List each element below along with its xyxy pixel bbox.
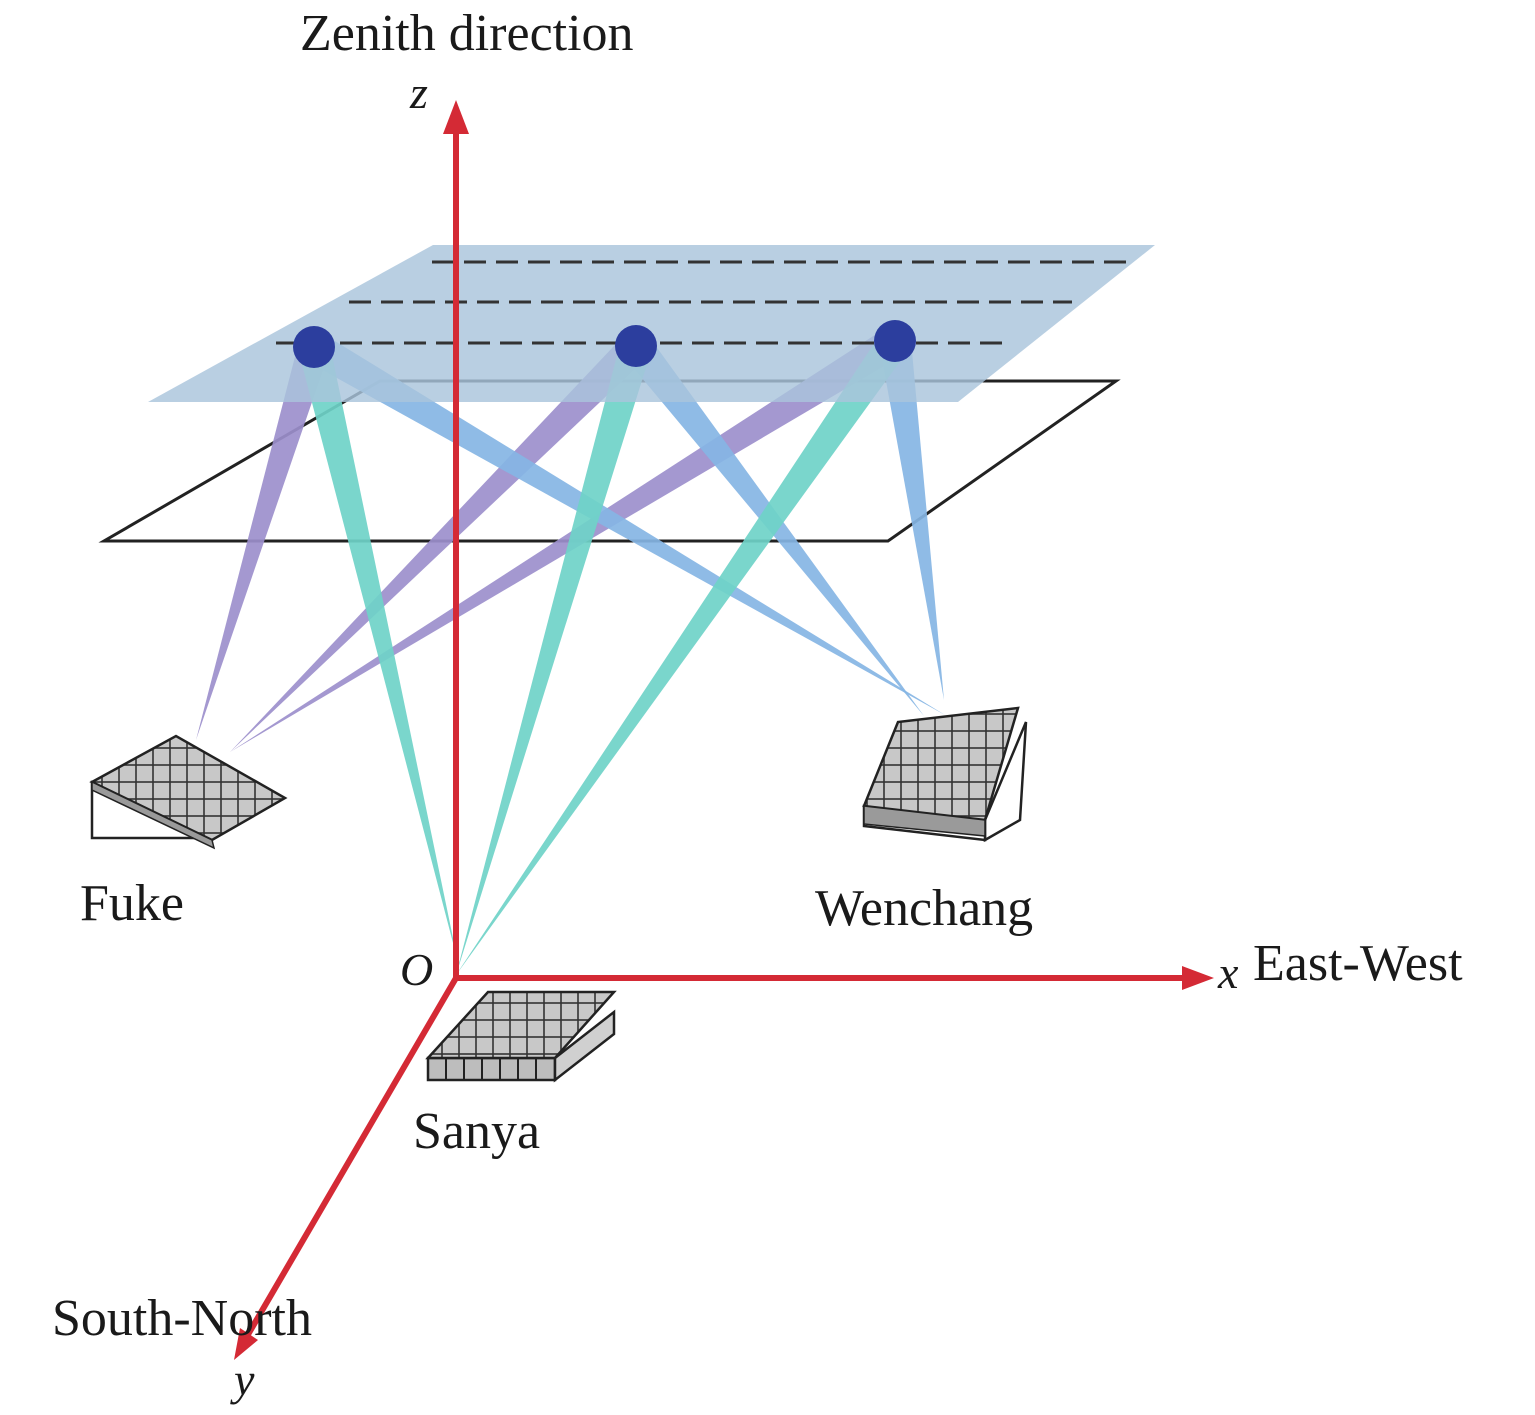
zenith-label: Zenith direction bbox=[300, 5, 634, 62]
upper-plane bbox=[148, 245, 1155, 402]
beam-sanya-1 bbox=[298, 343, 458, 963]
scatter-point-3 bbox=[874, 320, 916, 362]
origin-label: O bbox=[400, 944, 433, 995]
beam-sanya-3 bbox=[456, 331, 909, 975]
beam-fuke-1 bbox=[196, 342, 330, 740]
fuke-label: Fuke bbox=[80, 875, 184, 932]
beam-fuke-3 bbox=[230, 327, 904, 752]
y-axis-label: y bbox=[230, 1354, 255, 1405]
beam-wenchang-3 bbox=[879, 338, 944, 700]
scatter-point-2 bbox=[615, 325, 657, 367]
z-axis-arrowhead bbox=[443, 100, 469, 134]
beam-wenchang-1 bbox=[305, 333, 945, 715]
wenchang-label: Wenchang bbox=[815, 880, 1033, 937]
y-axis-arrowhead bbox=[234, 1328, 258, 1360]
wenchang-antenna-array bbox=[862, 706, 1028, 843]
beam-fuke-2 bbox=[230, 334, 648, 752]
beam-sanya-2 bbox=[456, 341, 652, 975]
z-axis-label: z bbox=[409, 67, 428, 118]
x-axis-label: x bbox=[1217, 947, 1239, 998]
sanya-label: Sanya bbox=[413, 1103, 540, 1160]
fuke-antenna-array bbox=[89, 734, 288, 850]
x-axis-arrowhead bbox=[1182, 966, 1214, 990]
scatter-point-1 bbox=[293, 326, 335, 368]
south-north-label: South-North bbox=[52, 1290, 312, 1347]
east-west-label: East-West bbox=[1253, 935, 1463, 992]
y-axis bbox=[243, 976, 459, 1340]
sanya-antenna-array bbox=[425, 990, 617, 1083]
beam-group bbox=[196, 327, 945, 975]
